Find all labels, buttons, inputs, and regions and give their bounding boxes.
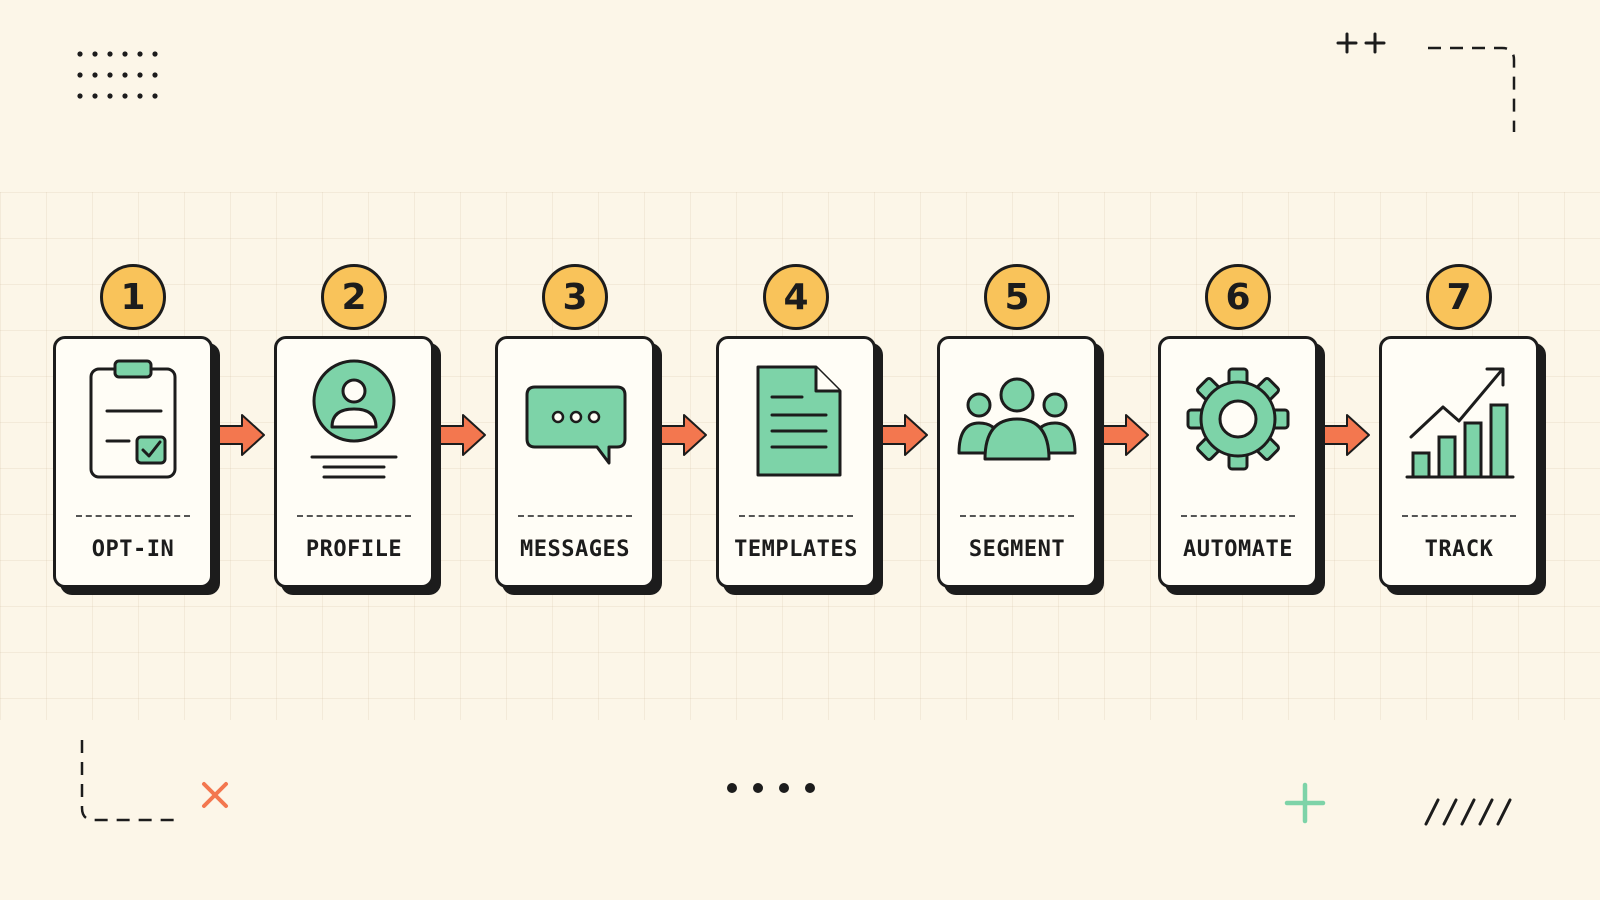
step-number-badge: 7 — [1426, 264, 1492, 330]
step-card: OPT-IN — [53, 336, 213, 588]
step-label: MESSAGES — [520, 537, 630, 562]
dashed-corner-bottom-left-decoration — [80, 740, 178, 822]
step-label: AUTOMATE — [1183, 537, 1293, 562]
step-label: PROFILE — [305, 537, 403, 562]
step-label: OPT-IN — [91, 537, 175, 562]
dashed-corner-top-right-decoration — [1428, 46, 1516, 132]
flow-arrow-3-4 — [657, 414, 707, 456]
flow-arrow-5-6 — [1099, 414, 1149, 456]
flow-arrow-4-5 — [878, 414, 928, 456]
slash-lines-decoration — [1424, 798, 1512, 826]
step-label: TRACK — [1424, 537, 1494, 562]
step-card: SEGMENT — [937, 336, 1097, 588]
x-mark-decoration — [202, 782, 228, 808]
card-divider — [960, 515, 1074, 517]
step-number-badge: 5 — [984, 264, 1050, 330]
card-divider — [297, 515, 411, 517]
step-messages: 3 MESSAGES — [495, 264, 655, 594]
step-track: 7 TRACK — [1379, 264, 1539, 594]
step-number-badge: 4 — [763, 264, 829, 330]
card-divider — [518, 515, 632, 517]
card-divider — [1402, 515, 1516, 517]
step-card: AUTOMATE — [1158, 336, 1318, 588]
step-card: TRACK — [1379, 336, 1539, 588]
flow-arrow-2-3 — [436, 414, 486, 456]
card-divider — [739, 515, 853, 517]
step-number-badge: 1 — [100, 264, 166, 330]
step-number-badge: 2 — [321, 264, 387, 330]
step-opt-in: 1 OPT-IN — [53, 264, 213, 594]
step-label: TEMPLATES — [734, 537, 858, 562]
step-number-badge: 3 — [542, 264, 608, 330]
clipboard-check-icon — [89, 359, 177, 479]
chat-bubble-icon — [525, 385, 627, 465]
four-dots-decoration — [727, 783, 815, 793]
step-label: SEGMENT — [968, 537, 1066, 562]
step-automate: 6 AUTOMATE — [1158, 264, 1318, 594]
card-divider — [1181, 515, 1295, 517]
step-number-badge: 6 — [1205, 264, 1271, 330]
card-divider — [76, 515, 190, 517]
group-icon — [957, 377, 1077, 461]
growth-chart-icon — [1405, 367, 1515, 479]
step-templates: 4 TEMPLATES — [716, 264, 876, 594]
green-plus-decoration — [1284, 782, 1326, 824]
step-card: MESSAGES — [495, 336, 655, 588]
dot-grid-decoration — [77, 51, 158, 99]
step-card: PROFILE — [274, 336, 434, 588]
flow-arrow-6-7 — [1320, 414, 1370, 456]
flow-arrow-1-2 — [215, 414, 265, 456]
step-segment: 5 SEGMENT — [937, 264, 1097, 594]
user-profile-icon — [310, 359, 398, 479]
plus-pair-decoration — [1336, 32, 1386, 54]
step-card: TEMPLATES — [716, 336, 876, 588]
document-icon — [756, 365, 842, 477]
gear-icon — [1186, 367, 1290, 471]
step-profile: 2 PROFILE — [274, 264, 434, 594]
